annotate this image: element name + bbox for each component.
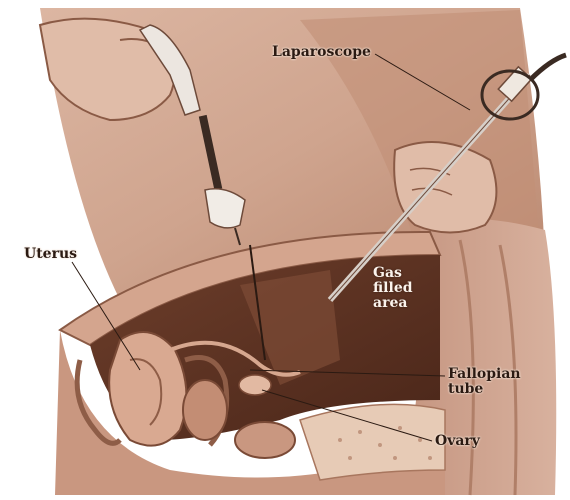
laparoscope-label: Laparoscope — [272, 45, 371, 60]
gas-label-line-3: area — [373, 296, 413, 311]
fallopian-label-line-1: Fallopian — [448, 367, 521, 382]
fallopian-label-line-2: tube — [448, 382, 521, 397]
uterus-label: Uterus — [24, 247, 77, 262]
gas-label-line-1: Gas — [373, 266, 413, 281]
ovary-shape — [239, 375, 271, 395]
bone-section — [300, 404, 445, 480]
fallopian-tube-label: Fallopian tube — [448, 367, 521, 397]
gas-label-line-2: filled — [373, 281, 413, 296]
gas-filled-area-label: Gas filled area — [373, 266, 413, 311]
right-hand — [394, 142, 496, 233]
ovary-label: Ovary — [435, 434, 480, 449]
laparoscope-cable — [530, 55, 566, 80]
